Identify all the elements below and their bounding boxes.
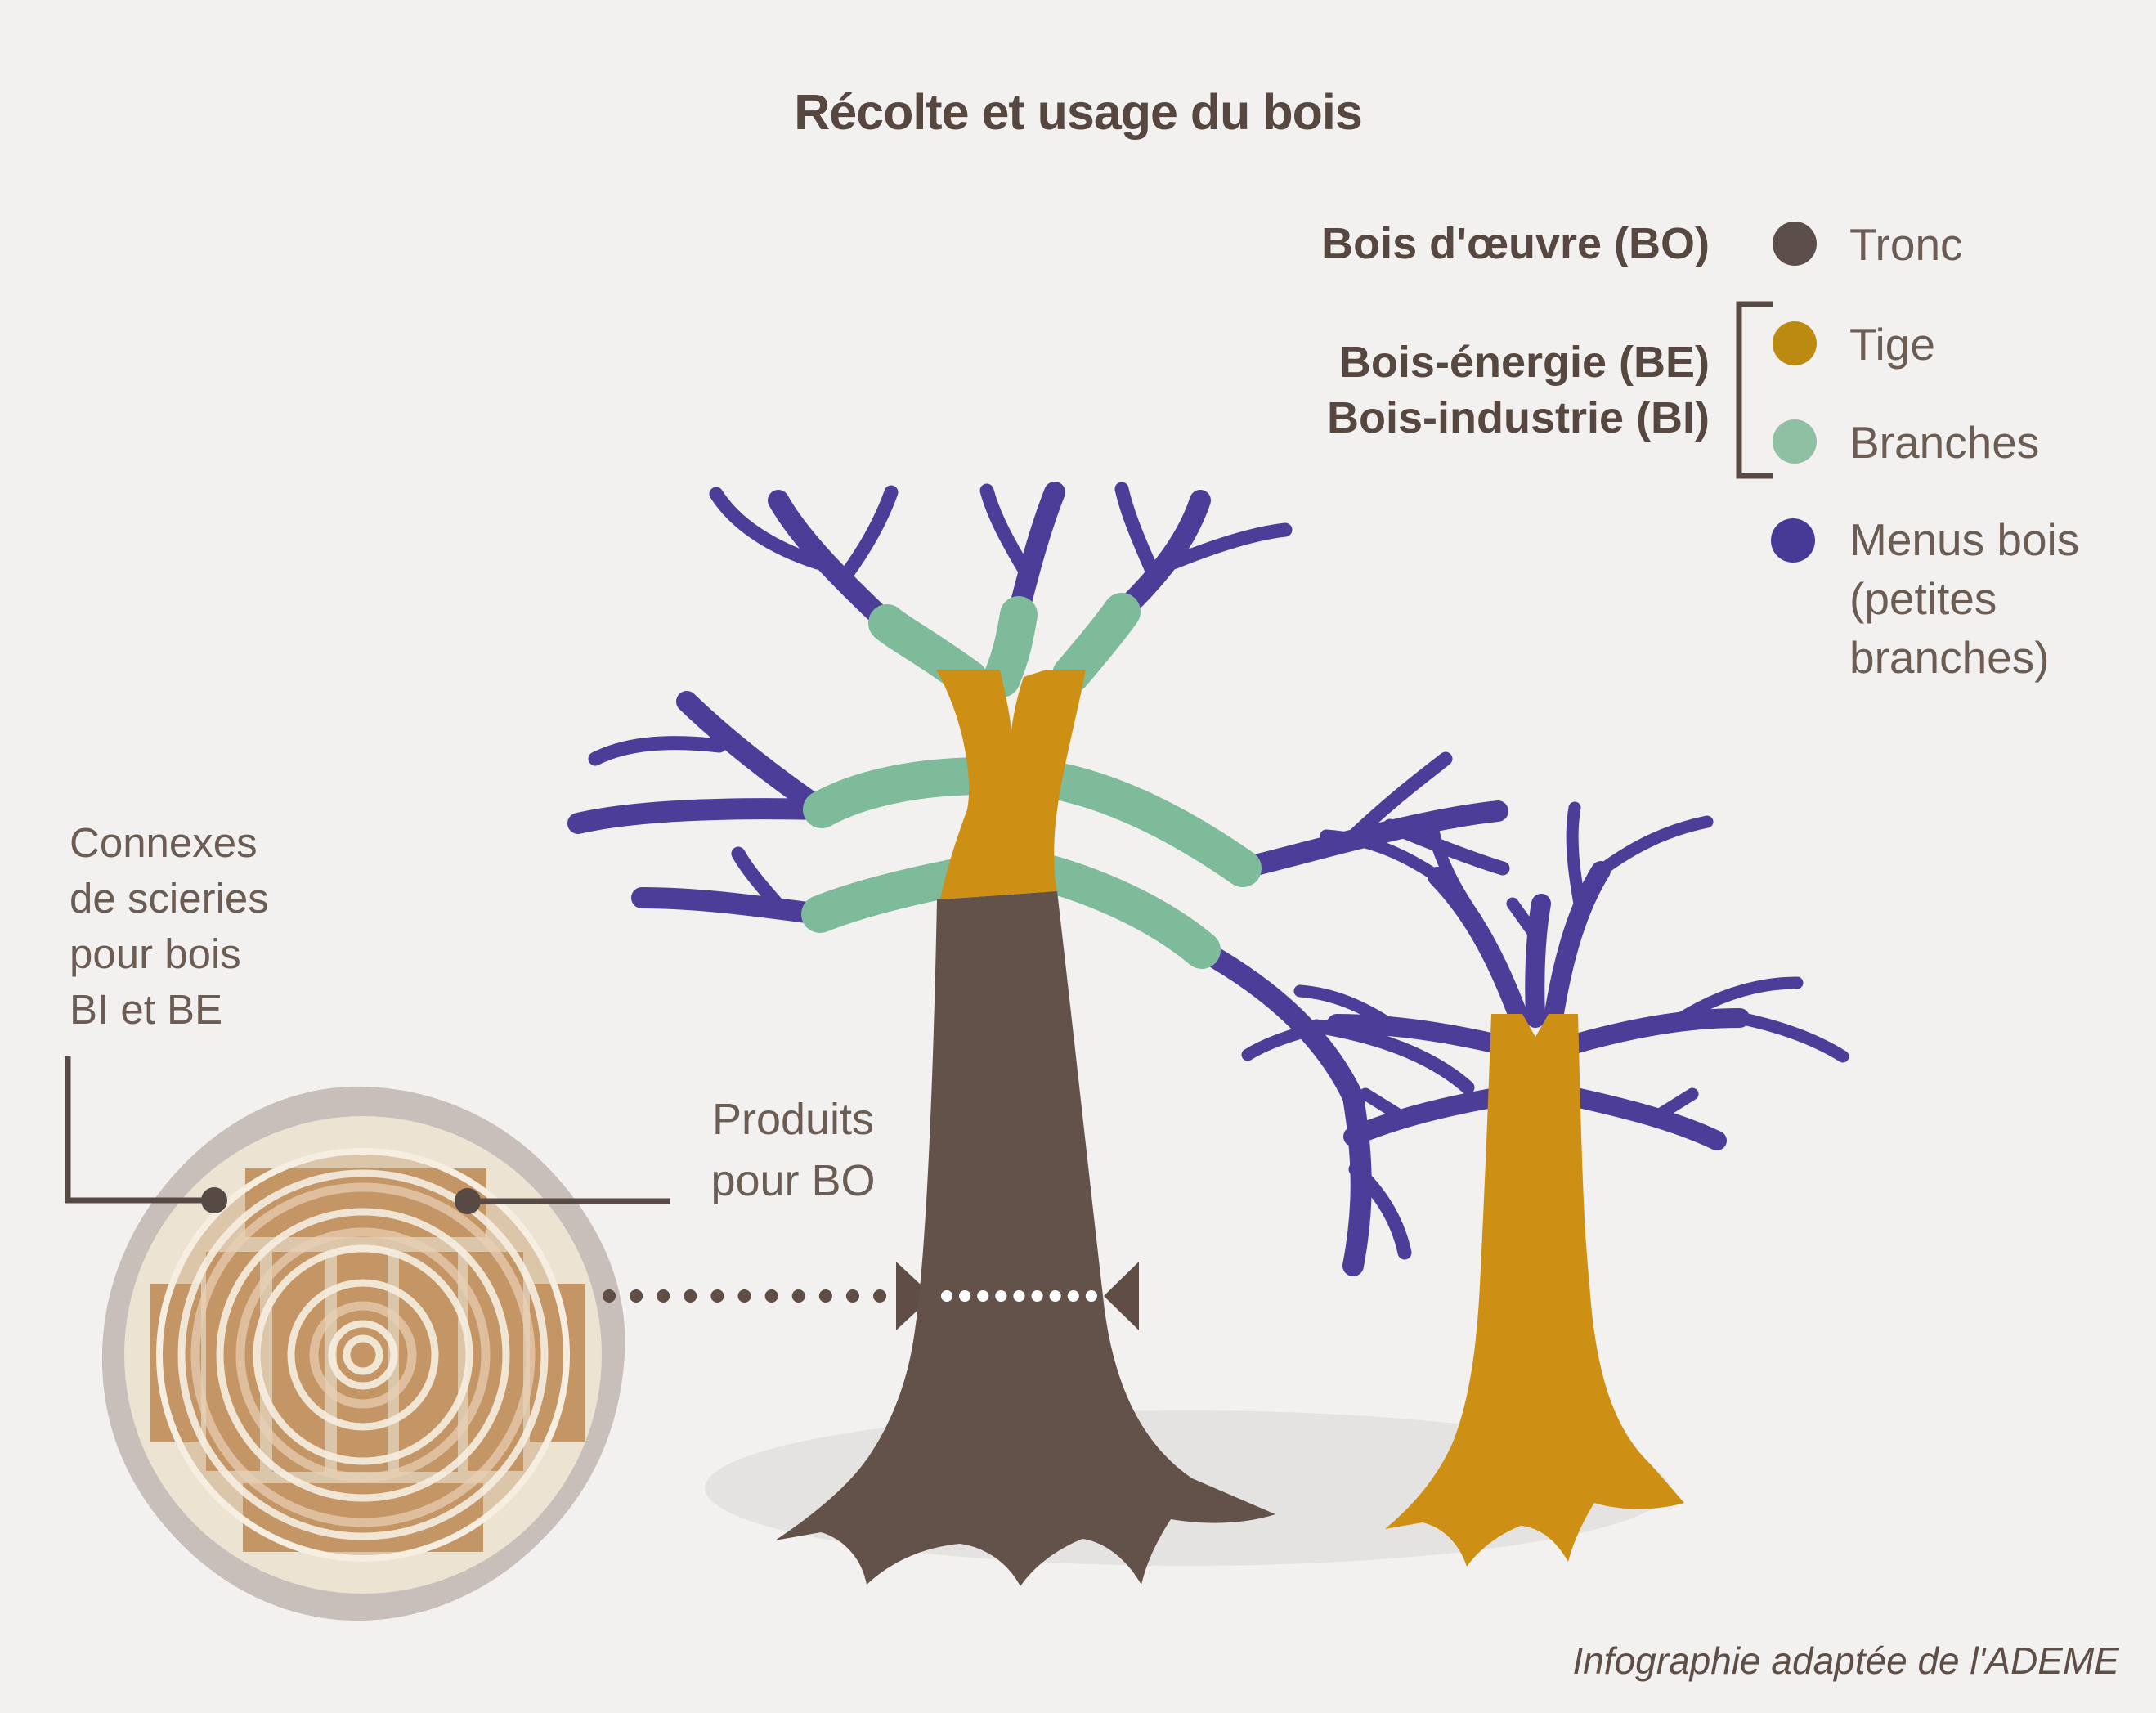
small-tree-twigs: [1241, 801, 1849, 1125]
legend-dot-tige: [1773, 321, 1817, 365]
legend-item-menus-bois: Menus bois (petites branches): [1849, 514, 2080, 683]
produits-connector-dot: [455, 1188, 481, 1214]
connexes-connector-dot: [201, 1187, 227, 1213]
connector-dots: [201, 1187, 481, 1214]
log-cross-section: [101, 1086, 625, 1621]
growth-rings-light: [177, 1169, 549, 1540]
legend-item-tronc: Tronc: [1849, 219, 1963, 270]
legend-dot-menus-bois: [1771, 518, 1815, 563]
legend-label-bois-oeuvre: Bois d'œuvre (BO): [1321, 219, 1710, 268]
connexes-label: Connexes de scieries pour bois BI et BE: [69, 819, 269, 1033]
legend-dot-branches: [1773, 419, 1817, 464]
legend-dot-tronc: [1773, 222, 1817, 266]
connexes-connector-line: [65, 1056, 204, 1204]
arrowhead-right-icon: [896, 1262, 933, 1330]
big-tree-twigs: [588, 482, 1510, 1260]
big-tree-stem: [936, 670, 1086, 899]
small-tree-trunk: [1385, 1014, 1684, 1567]
page-title: Récolte et usage du bois: [794, 84, 1363, 140]
heartwood-outline: [156, 1148, 570, 1562]
big-tree-trunk: [775, 891, 1275, 1586]
legend-item-branches: Branches: [1849, 417, 2040, 468]
legend-bracket: [1736, 301, 1773, 479]
measure-arrowheads: [896, 1262, 1139, 1330]
small-tree: [1241, 801, 1849, 1567]
label-connectors: [65, 1056, 670, 1204]
legend-label-bois-energie-industrie: Bois-énergie (BE) Bois-industrie (BI): [1327, 338, 1710, 442]
legend-item-tige: Tige: [1849, 319, 1935, 370]
sawn-timber: [245, 1168, 486, 1237]
arrowhead-left-icon: [1104, 1262, 1139, 1330]
big-tree: [567, 482, 1510, 1586]
small-tree-branches: [1327, 861, 1750, 1150]
credit-label: Infographie adaptée de l'ADEME: [1572, 1639, 2119, 1682]
produits-label: Produits pour BO: [710, 1095, 876, 1205]
growth-rings-salmon: [190, 1182, 536, 1527]
